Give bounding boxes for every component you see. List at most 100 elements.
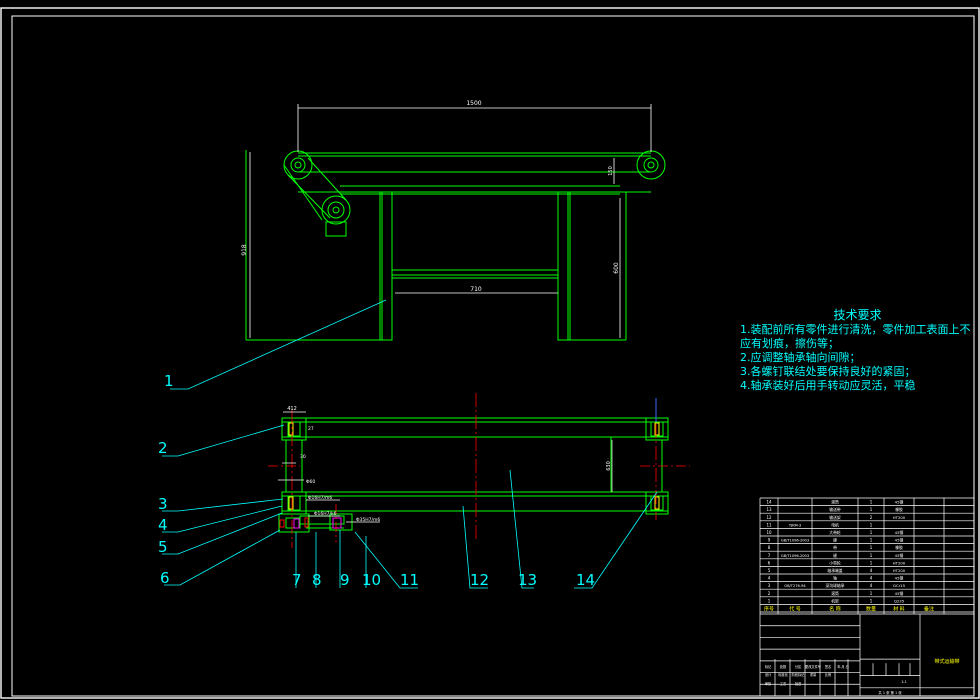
part-label-8: 8 (312, 571, 322, 589)
info-cell-label: 重量 (810, 672, 817, 677)
parts-row-material: 45钢 (895, 538, 904, 543)
parts-row-qty: 1 (870, 560, 873, 565)
header-remark: 备注 (924, 605, 934, 612)
parts-row-qty: 4 (870, 568, 873, 573)
info-cell-label: 比例 (825, 672, 831, 677)
part-label-3: 3 (158, 495, 168, 513)
sheet-outer-border (0, 7, 980, 699)
front-view-dimensions (249, 104, 652, 338)
plan-dimensions (278, 411, 613, 523)
header-seq: 序号 (764, 605, 774, 612)
parts-row-name: 大带轮 (829, 530, 841, 535)
parts-row-material: 45钢 (895, 553, 904, 558)
sheet-inner-border (11, 15, 975, 697)
header-name: 名 称 (829, 605, 841, 612)
parts-row-name: 轴 (833, 576, 837, 581)
parts-row-material: Q235 (894, 598, 905, 603)
info-cell-label: 标记 (765, 664, 772, 669)
tech-item-3: 3.各螺钉联结处要保持良好的紧固； (740, 365, 916, 378)
parts-row-material: 橡胶 (895, 545, 903, 550)
info-cell-label: 阶段标记 (792, 672, 806, 677)
parts-row-material: 45钢 (895, 500, 904, 505)
parts-row-code: GB/T276-94 (784, 584, 806, 588)
parts-row-code: GB/T1096-2003 (781, 539, 809, 543)
info-cell-label: 标准化 (778, 672, 788, 677)
drawing-name: 带式运输带 (934, 658, 959, 665)
part-label-13: 13 (518, 571, 537, 589)
dim-left-c: 30 (300, 454, 306, 460)
part-label-14: 14 (576, 571, 595, 589)
parts-row-seq: 7 (768, 553, 771, 558)
parts-row-name: 小带轮 (829, 560, 841, 565)
parts-row-seq: 14 (766, 500, 772, 505)
leader-lines (162, 299, 658, 589)
sheet-label: 共 1 张 第 1 张 (878, 690, 902, 695)
parts-row-material: 橡胶 (895, 507, 903, 512)
parts-row-qty: 4 (870, 576, 873, 581)
part-label-12: 12 (470, 571, 489, 589)
header-material: 材 料 (893, 605, 905, 612)
dim-total-length: 1500 (466, 100, 481, 107)
info-cell-label: 审核 (765, 681, 772, 686)
info-cell-label: 更改文件号 (805, 664, 821, 669)
parts-row-name: 轴承端盖 (827, 568, 842, 573)
part-label-6: 6 (160, 569, 170, 587)
part-label-1: 1 (164, 372, 174, 390)
tech-item-4: 4.轴承装好后用手转动应灵活，平稳 (740, 379, 916, 392)
parts-row-material: HT200 (893, 568, 906, 573)
dim-bottom-b: Φ35H7/m6 (356, 517, 380, 523)
info-cell-label: 分区 (795, 664, 802, 669)
parts-row-seq: 2 (768, 591, 771, 596)
parts-row-name: 深沟球轴承 (826, 583, 845, 588)
part-label-9: 9 (340, 571, 350, 589)
info-cell-label: 签名 (825, 664, 831, 669)
parts-row-qty: 2 (870, 515, 873, 520)
parts-row-name: 键 (833, 538, 837, 543)
dim-left-e: Φ16H7/m6 (308, 495, 332, 501)
parts-row-seq: 13 (766, 507, 772, 512)
dim-frame-span: 710 (470, 286, 482, 293)
dim-height-overall: 918 (241, 244, 248, 256)
part-label-2: 2 (158, 439, 168, 457)
dim-left-b: 27 (308, 426, 314, 432)
parts-row-material: GCr15 (893, 583, 906, 588)
dim-height-right: 600 (613, 262, 620, 274)
parts-row-material: HT200 (893, 560, 906, 565)
parts-row-qty: 4 (870, 583, 873, 588)
parts-row-qty: 1 (870, 538, 873, 543)
part-label-11: 11 (400, 571, 419, 589)
parts-row-name: 机架 (831, 598, 839, 603)
parts-row-material: HT200 (893, 515, 906, 520)
parts-row-seq: 12 (766, 515, 772, 520)
parts-row-name: 滚筒 (831, 591, 839, 596)
parts-row-qty: 1 (870, 507, 873, 512)
dim-bottom-a: Φ16H7/k6 (314, 511, 337, 517)
parts-row-seq: 10 (766, 530, 772, 535)
parts-row-qty: 1 (870, 500, 873, 505)
parts-row-seq: 5 (768, 568, 771, 573)
parts-row-name: 输送带 (829, 507, 841, 512)
tech-item-2: 2.应调整轴承轴向间隙； (740, 351, 861, 364)
dim-left-a: 412 (287, 406, 297, 412)
dim-left-d: Φ60 (306, 479, 315, 485)
parts-row-qty: 1 (870, 522, 873, 527)
parts-row-seq: 11 (766, 522, 772, 527)
header-qty: 数量 (866, 605, 876, 612)
parts-row-seq: 1 (768, 598, 771, 603)
parts-row-code: GB/T1096-2003 (781, 554, 809, 558)
part-label-10: 10 (362, 571, 381, 589)
tech-requirements: 技术要求 1.装配前所有零件进行清洗，零件加工表面上不应有划痕，擦伤等； 2.应… (740, 308, 975, 393)
parts-row-qty: 1 (870, 591, 873, 596)
front-view (245, 150, 666, 341)
info-cell-label: 设计 (765, 672, 772, 677)
title-block (759, 497, 975, 696)
part-label-4: 4 (158, 516, 168, 534)
plan-view (278, 417, 669, 533)
parts-row-name: 输送架 (829, 515, 841, 520)
parts-row-name: 带 (833, 545, 837, 550)
parts-row-seq: 6 (768, 560, 771, 565)
header-code: 代 号 (789, 605, 801, 612)
parts-row-qty: 1 (870, 545, 873, 550)
